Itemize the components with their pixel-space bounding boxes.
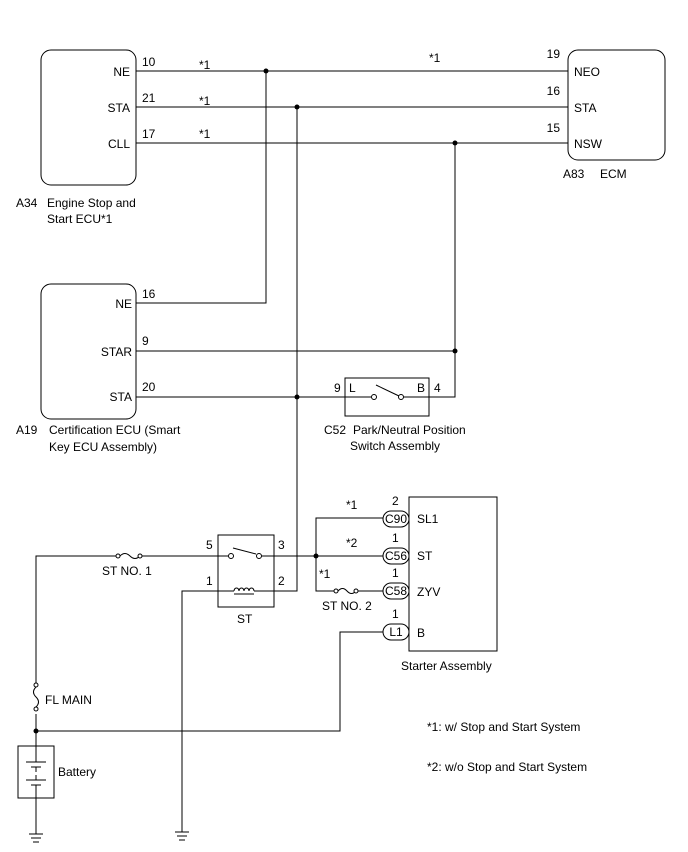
pin-label-sta: STA bbox=[110, 390, 132, 404]
component-name: Starter Assembly bbox=[401, 659, 492, 673]
pin-num: 1 bbox=[392, 566, 399, 580]
pin-num: 16 bbox=[547, 84, 561, 98]
pin-num: 20 bbox=[142, 380, 156, 394]
pin-num: 19 bbox=[547, 47, 561, 61]
pin-label-l: L bbox=[349, 381, 356, 395]
pin-num: 9 bbox=[142, 334, 149, 348]
pin-label-sl1: SL1 bbox=[417, 512, 439, 526]
fuse-label: ST NO. 1 bbox=[102, 564, 152, 578]
pin-num: 21 bbox=[142, 91, 156, 105]
pin-label-cll: CLL bbox=[108, 137, 130, 151]
pin-num: 3 bbox=[278, 538, 285, 552]
battery: Battery bbox=[17, 745, 96, 799]
pin-num: 17 bbox=[142, 127, 156, 141]
starter-assembly: C90 C56 C58 L1 SL1 ST ZYV B 2 1 1 1 *1 *… bbox=[346, 494, 498, 673]
pin-label-ne: NE bbox=[113, 65, 130, 79]
wire-note: *1 bbox=[199, 127, 211, 141]
pin-label-ne: NE bbox=[115, 297, 132, 311]
pin-label-st: ST bbox=[417, 549, 433, 563]
pin-num: 4 bbox=[434, 381, 441, 395]
component-name: Certification ECU (Smart bbox=[49, 423, 181, 437]
component-name: ST bbox=[237, 612, 253, 626]
pin-label-sta: STA bbox=[108, 101, 130, 115]
pin-num: 16 bbox=[142, 287, 156, 301]
engine-stop-start-ecu: NE STA CLL 10 21 17 *1 *1 *1 A34 Engine … bbox=[16, 49, 211, 226]
pin-label-zyv: ZYV bbox=[417, 585, 440, 599]
ecm: NEO STA NSW 19 16 15 *1 A83 ECM bbox=[429, 47, 666, 181]
fuse-st-no1: ST NO. 1 bbox=[102, 553, 152, 578]
pin-label-neo: NEO bbox=[574, 65, 600, 79]
pin-num: 9 bbox=[334, 381, 341, 395]
pin-num: 2 bbox=[392, 494, 399, 508]
pin-num: 1 bbox=[206, 574, 213, 588]
pin-label-star: STAR bbox=[101, 345, 132, 359]
connector-label: C90 bbox=[385, 512, 407, 526]
wire-note: *1 bbox=[199, 58, 211, 72]
pin-num: 1 bbox=[392, 531, 399, 545]
wire-note: *1 bbox=[199, 94, 211, 108]
connector-label: C58 bbox=[385, 584, 407, 598]
connector-label: C56 bbox=[385, 549, 407, 563]
wire-note: *1 bbox=[346, 498, 358, 512]
fuse-fl-main: FL MAIN bbox=[31, 682, 92, 714]
ground-icon bbox=[29, 833, 43, 843]
battery-label: Battery bbox=[58, 765, 96, 779]
component-code: A83 bbox=[563, 167, 585, 181]
pin-label-b: B bbox=[417, 626, 425, 640]
component-name: Start ECU*1 bbox=[47, 212, 113, 226]
fuse-label: FL MAIN bbox=[45, 693, 92, 707]
pin-num: 5 bbox=[206, 538, 213, 552]
component-code: A19 bbox=[16, 423, 38, 437]
pin-label-b: B bbox=[417, 381, 425, 395]
connector-label: L1 bbox=[389, 625, 403, 639]
wire-note: *1 bbox=[319, 567, 331, 581]
fuse-st-no2: ST NO. 2 *1 bbox=[319, 567, 372, 613]
pin-num: 10 bbox=[142, 55, 156, 69]
component-name: Park/Neutral Position bbox=[353, 423, 466, 437]
component-name: Key ECU Assembly) bbox=[49, 440, 157, 454]
component-code: C52 bbox=[324, 423, 346, 437]
note-1: *1: w/ Stop and Start System bbox=[427, 720, 580, 734]
pin-num: 15 bbox=[547, 121, 561, 135]
wire-note: *1 bbox=[429, 51, 441, 65]
pin-label-sta: STA bbox=[574, 101, 596, 115]
junctions bbox=[33, 68, 458, 734]
component-name: Engine Stop and bbox=[47, 196, 136, 210]
fuse-label: ST NO. 2 bbox=[322, 599, 372, 613]
certification-ecu: NE STAR STA 16 9 20 A19 Certification EC… bbox=[16, 283, 181, 454]
pin-num: 2 bbox=[278, 574, 285, 588]
component-name: ECM bbox=[600, 167, 627, 181]
ground-icon bbox=[175, 831, 189, 841]
component-name: Switch Assembly bbox=[350, 439, 440, 453]
st-relay: 5 3 1 2 ST bbox=[206, 534, 285, 626]
legend-notes: *1: w/ Stop and Start System *2: w/o Sto… bbox=[427, 720, 587, 774]
pin-label-nsw: NSW bbox=[574, 137, 603, 151]
note-2: *2: w/o Stop and Start System bbox=[427, 760, 587, 774]
component-code: A34 bbox=[16, 196, 38, 210]
park-neutral-switch: L B 9 4 C52 Park/Neutral Position Switch… bbox=[324, 377, 466, 453]
wire-note: *2 bbox=[346, 536, 358, 550]
wires bbox=[35, 70, 568, 834]
pin-num: 1 bbox=[392, 607, 399, 621]
